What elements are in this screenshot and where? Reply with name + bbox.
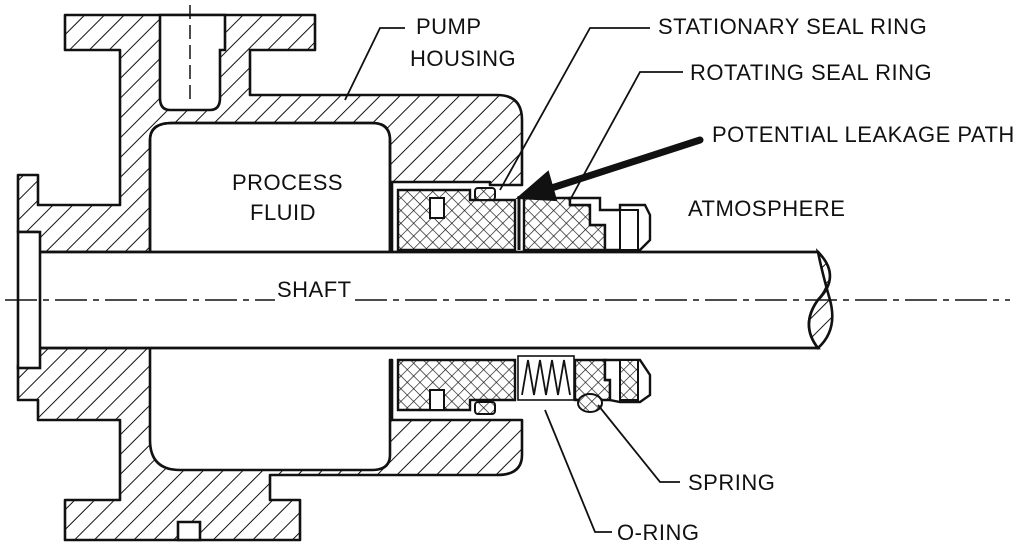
leakage-path-arrow xyxy=(526,136,704,199)
seal-notch-upper xyxy=(429,197,445,219)
lower-seal-assembly xyxy=(396,355,652,415)
upper-seal-assembly xyxy=(396,187,652,252)
label-process: PROCESS xyxy=(232,170,344,195)
leader-o-ring xyxy=(544,409,612,533)
label-shaft: SHAFT xyxy=(275,277,354,303)
pump-housing-lower xyxy=(16,346,524,542)
leader-spring xyxy=(597,404,680,483)
label-pump: PUMP xyxy=(416,14,482,39)
seal-notch-lower xyxy=(429,389,445,411)
spring xyxy=(521,359,571,396)
leakage-path-arrowhead xyxy=(515,170,558,202)
process-fluid-cavity-outline xyxy=(148,121,392,254)
label-fluid: FLUID xyxy=(250,200,317,225)
o-ring-lower-left xyxy=(474,401,496,415)
label-housing: HOUSING xyxy=(410,46,517,71)
stationary-seal-ring-lower xyxy=(396,358,517,412)
o-ring-upper xyxy=(474,187,496,201)
label-atmosphere: ATMOSPHERE xyxy=(688,196,846,221)
upper-port-channel xyxy=(158,13,227,112)
leader-pump-housing xyxy=(344,27,405,101)
o-ring-lower-right xyxy=(577,393,603,413)
label-spring: SPRING xyxy=(688,470,776,495)
leader-stationary-seal xyxy=(499,27,650,191)
label-potential-leakage-path: POTENTIAL LEAKAGE PATH xyxy=(712,122,1015,147)
label-o-ring: O-RING xyxy=(617,520,700,545)
label-stationary-seal-ring: STATIONARY SEAL RING xyxy=(658,14,928,39)
label-rotating-seal-ring: ROTATING SEAL RING xyxy=(690,60,933,85)
stationary-seal-ring-upper xyxy=(396,188,517,252)
leader-rotating-seal xyxy=(569,71,683,201)
lower-port-channel xyxy=(176,520,202,542)
